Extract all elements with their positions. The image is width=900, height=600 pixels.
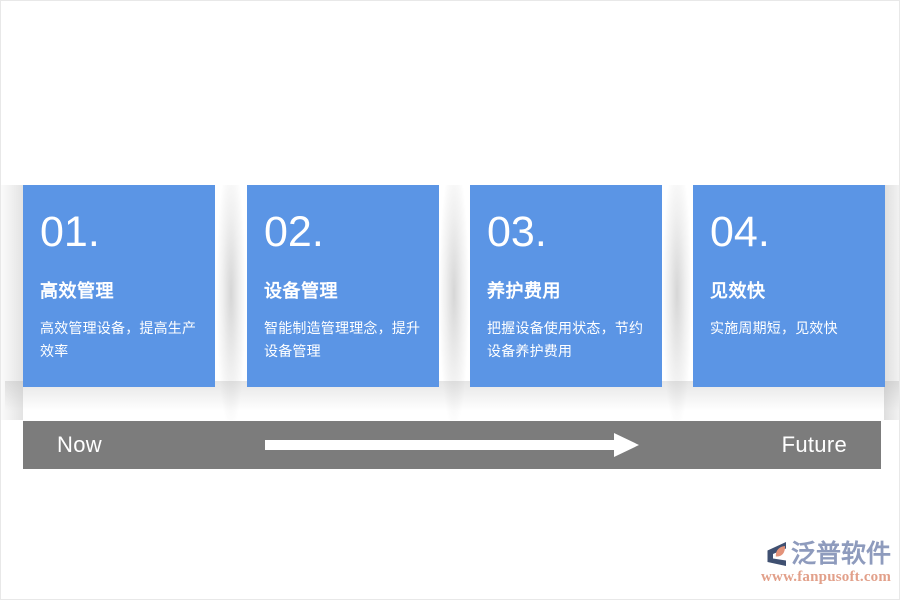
card-title: 高效管理: [40, 281, 114, 301]
timeline-start-label: Now: [57, 432, 102, 457]
card-description: 把握设备使用状态，节约设备养护费用: [487, 320, 644, 359]
feature-card-4[interactable]: 04. 见效快 实施周期短，见效快: [693, 185, 885, 387]
card-number: 02.: [264, 208, 324, 256]
card-description: 高效管理设备，提高生产效率: [40, 320, 197, 359]
card-number: 03.: [487, 208, 547, 256]
timeline-end-label: Future: [781, 432, 847, 457]
card-number: 04.: [710, 208, 770, 256]
feature-card-2[interactable]: 02. 设备管理 智能制造管理理念，提升设备管理: [247, 185, 439, 387]
card-title: 见效快: [710, 281, 766, 301]
fanpu-logo-icon: [759, 539, 789, 569]
card-shadow-right: [884, 185, 899, 420]
card-shadow-left: [1, 185, 23, 420]
right-arrow-icon: [265, 433, 639, 457]
card-description: 实施周期短，见效快: [710, 320, 838, 336]
watermark-logo: 泛普软件 www.fanpusoft.com: [759, 539, 891, 591]
card-shadow-gutter-3: [661, 185, 693, 420]
timeline-bar: Now Future: [23, 421, 881, 469]
feature-card-row: 01. 高效管理 高效管理设备，提高生产效率 02. 设备管理 智能制造管理理念…: [1, 185, 899, 420]
right-arrow-icon-svg: [265, 433, 639, 457]
feature-card-1[interactable]: 01. 高效管理 高效管理设备，提高生产效率: [23, 185, 215, 387]
card-shadow-gutter-2: [438, 185, 470, 420]
card-number: 01.: [40, 208, 100, 256]
feature-card-3[interactable]: 03. 养护费用 把握设备使用状态，节约设备养护费用: [470, 185, 662, 387]
logo-company-name: 泛普软件: [791, 539, 892, 568]
logo-website-url: www.fanpusoft.com: [761, 569, 892, 585]
card-title: 设备管理: [264, 281, 338, 301]
card-shadow-gutter-1: [215, 185, 247, 420]
card-title: 养护费用: [487, 281, 561, 301]
card-description: 智能制造管理理念，提升设备管理: [264, 320, 421, 359]
fanpu-logo-icon-svg: [767, 542, 786, 566]
logo-row: 泛普软件: [759, 539, 891, 569]
